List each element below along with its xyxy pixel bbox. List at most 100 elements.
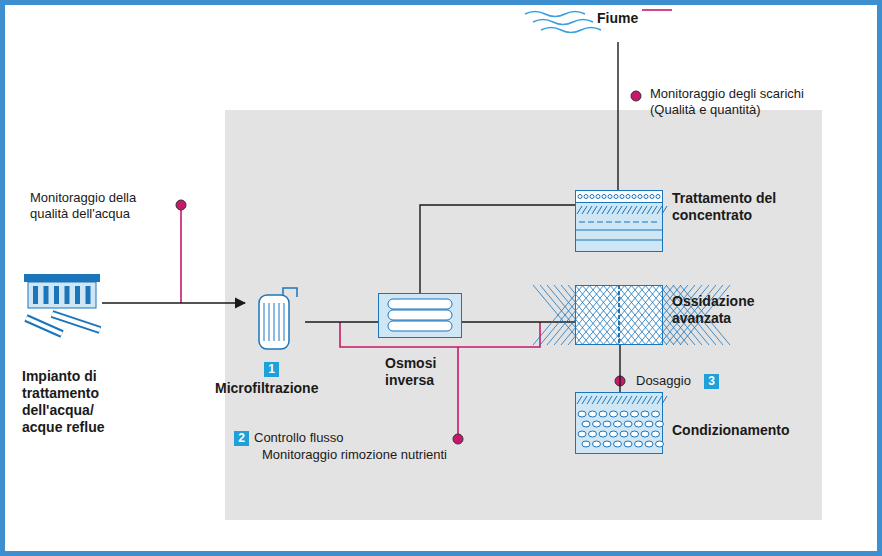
media-bead — [656, 421, 664, 427]
media-bead — [614, 441, 622, 447]
node-label: Trattamento del concentrato — [672, 190, 807, 224]
pipe — [52, 314, 100, 330]
filter-element — [264, 303, 265, 341]
hatch-line — [647, 396, 652, 404]
column — [65, 286, 70, 304]
hatch-line — [612, 206, 617, 214]
layer-line — [575, 240, 663, 241]
monitor-label: Dosaggio — [636, 373, 706, 389]
monitor-wire — [180, 210, 182, 303]
filter-element — [284, 303, 285, 341]
media-bead — [650, 195, 654, 199]
callout-number: 2 — [234, 431, 249, 446]
pipe — [26, 318, 62, 334]
node-label-block: Osmosi inversa — [385, 355, 475, 389]
monitor-wire — [642, 9, 672, 11]
process-node: Condizionamento — [575, 392, 663, 454]
media-bead — [620, 195, 624, 199]
node-label: Fiume — [597, 10, 657, 27]
node-label-block: Microfiltrazione — [215, 380, 355, 397]
node-label: Condizionamento — [672, 422, 817, 439]
hatch-line — [637, 396, 642, 404]
flow-line — [619, 345, 620, 392]
icon-group — [575, 191, 667, 252]
media-bead — [590, 195, 594, 199]
membrane-tube — [388, 321, 452, 331]
icon-group — [24, 274, 100, 334]
hatch-line — [617, 396, 622, 404]
membrane-housing — [379, 294, 462, 338]
layer-line — [579, 222, 659, 223]
hatch-line — [622, 396, 627, 404]
filter-element — [269, 303, 270, 341]
process-node: Fiume — [525, 8, 620, 38]
tank-band — [576, 191, 663, 203]
hatch-line — [642, 396, 647, 404]
media-bead — [603, 421, 611, 427]
column — [54, 286, 59, 304]
process-node: Osmosi inversa — [378, 293, 462, 338]
pipe — [52, 314, 100, 330]
column — [75, 286, 80, 304]
hatch-line — [632, 396, 637, 404]
media-bead — [602, 195, 606, 199]
hatch-line — [592, 396, 597, 404]
media-bead — [589, 431, 597, 437]
media-bead — [624, 441, 632, 447]
tank — [576, 191, 663, 252]
river-wave — [525, 12, 585, 17]
callout-number: 3 — [704, 374, 719, 389]
media-bead — [652, 431, 660, 437]
node-label: Ossidazione avanzata — [672, 293, 802, 327]
monitor-dot — [453, 434, 463, 444]
flow-line — [305, 321, 378, 322]
icon-group — [576, 393, 668, 454]
media-bead — [641, 411, 649, 417]
media-bead — [656, 195, 660, 199]
media-bead — [644, 195, 648, 199]
hatch-line — [582, 396, 587, 404]
node-label: Microfiltrazione — [215, 380, 355, 397]
media-bead — [614, 421, 622, 427]
media-bead — [632, 195, 636, 199]
media-bead — [608, 195, 612, 199]
media-bead — [614, 195, 618, 199]
oxidation-icon — [575, 285, 663, 345]
filter-element — [274, 303, 275, 341]
media-bead — [638, 195, 642, 199]
microfilter-icon — [245, 285, 305, 355]
membrane-tube — [388, 299, 452, 309]
media-bead — [582, 421, 590, 427]
hatch-line — [652, 206, 657, 214]
monitor-label: Controllo flusso — [254, 430, 444, 446]
pipe — [26, 318, 62, 334]
media-bead — [624, 421, 632, 427]
hatch-line — [587, 206, 592, 214]
media-bead — [631, 431, 639, 437]
column — [86, 286, 91, 304]
hatch-line — [612, 396, 617, 404]
media-bead — [610, 431, 618, 437]
tank — [576, 393, 663, 454]
process-node: Impianto di trattamento dell'acqua/ acqu… — [22, 268, 102, 338]
hatch-line — [637, 206, 642, 214]
monitoring-wires — [181, 10, 672, 434]
media-bead — [578, 411, 586, 417]
node-label-block: Impianto di trattamento dell'acqua/ acqu… — [22, 368, 134, 436]
hatch-line — [642, 206, 647, 214]
building — [28, 282, 96, 308]
media-bead — [620, 431, 628, 437]
hatch-line — [657, 396, 662, 404]
hatch-line — [632, 206, 637, 214]
node-label: Osmosi inversa — [385, 355, 475, 389]
media-bead — [635, 421, 643, 427]
media-bead — [578, 431, 586, 437]
flow-line — [462, 321, 575, 322]
hatch-line — [602, 396, 607, 404]
media-bead — [631, 411, 639, 417]
callout-number: 1 — [264, 362, 279, 377]
ro-icon — [378, 293, 462, 338]
